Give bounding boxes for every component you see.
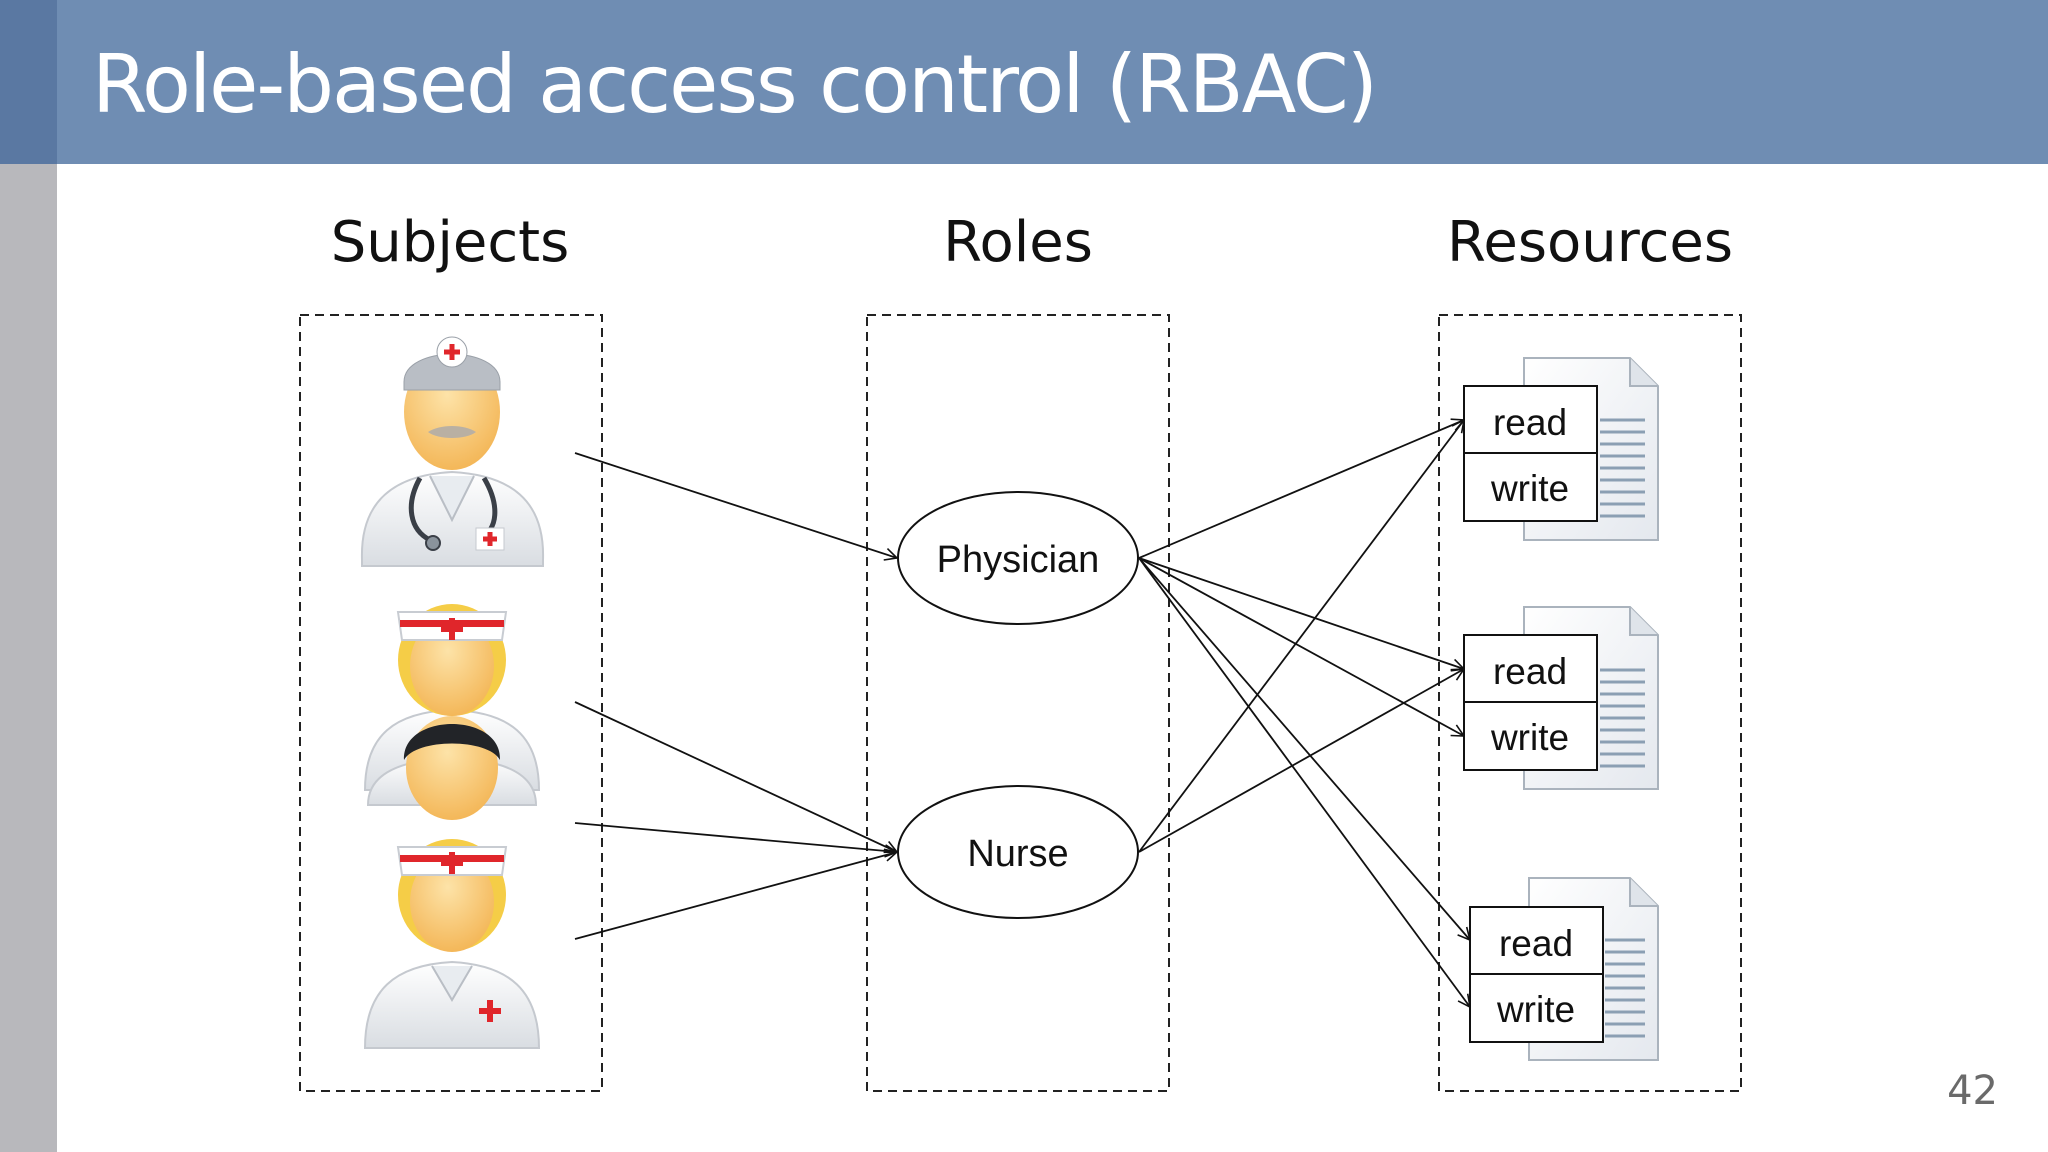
- resource-document-1: read write: [1463, 357, 1659, 541]
- slide-title: Role-based access control (RBAC): [92, 38, 1378, 131]
- roles-heading: Roles: [943, 210, 1093, 275]
- assignment-arrow: [574, 701, 897, 852]
- roles-box: [866, 314, 1170, 1092]
- assignment-arrow: [574, 822, 897, 852]
- resources-box: [1438, 314, 1742, 1092]
- role-label: Nurse: [967, 833, 1068, 875]
- permission-read-label: read: [1499, 923, 1573, 964]
- page-number: 42: [1947, 1068, 1998, 1114]
- permission-read-label: read: [1493, 402, 1567, 443]
- left-accent-strip-top: [0, 0, 57, 164]
- permission-arrow: [1138, 557, 1470, 1007]
- assignment-arrow: [574, 452, 897, 558]
- subjects-box: [299, 314, 603, 1092]
- nurse-icon: [366, 716, 538, 820]
- permission-arrow: [1138, 557, 1464, 736]
- resource-document-3: read write: [1469, 877, 1659, 1061]
- role-label: Physician: [937, 539, 1100, 581]
- role-permission-arrows: [1138, 420, 1470, 1007]
- permission-write-label: write: [1496, 989, 1575, 1030]
- title-bar: [57, 0, 2048, 164]
- permission-arrow: [1138, 557, 1464, 669]
- nurse-icon: [363, 839, 541, 1049]
- resources-heading: Resources: [1447, 210, 1733, 275]
- permission-arrow: [1138, 669, 1464, 853]
- assignment-arrow: [574, 852, 897, 940]
- left-accent-strip: [0, 0, 57, 1152]
- permission-write-label: write: [1490, 717, 1569, 758]
- subjects-heading: Subjects: [330, 210, 570, 275]
- permission-arrow: [1138, 420, 1464, 559]
- permission-read-label: read: [1493, 651, 1567, 692]
- subject-role-arrows: [574, 452, 897, 940]
- role-physician: Physician: [897, 491, 1139, 625]
- resource-document-2: read write: [1463, 606, 1659, 790]
- role-nurse: Nurse: [897, 785, 1139, 919]
- physician-icon: [360, 336, 545, 567]
- permission-arrow: [1138, 420, 1464, 853]
- permission-write-label: write: [1490, 468, 1569, 509]
- permission-arrow: [1138, 557, 1470, 940]
